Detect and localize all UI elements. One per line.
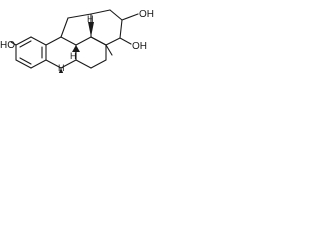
methyl-bond bbox=[105, 44, 113, 56]
label-ho-left: HO bbox=[0, 40, 15, 51]
label-oh-top: OH bbox=[139, 9, 154, 20]
label-h-bottom: H bbox=[58, 63, 65, 73]
ring-b bbox=[45, 36, 77, 69]
ring-d bbox=[90, 9, 123, 46]
bond-oh-top bbox=[121, 13, 139, 21]
bond-oh-left bbox=[10, 41, 17, 46]
estriol-structure-diagram: HO OH OH H H H bbox=[0, 9, 154, 73]
wedge-mid bbox=[72, 45, 80, 52]
bond-oh-right bbox=[119, 37, 132, 45]
ring-a bbox=[15, 36, 47, 69]
label-oh-right: OH bbox=[132, 41, 147, 52]
label-h-top: H bbox=[87, 14, 94, 24]
label-h-mid: H bbox=[70, 51, 77, 61]
wedge-bottom bbox=[58, 68, 64, 73]
wedge-top bbox=[88, 22, 94, 37]
